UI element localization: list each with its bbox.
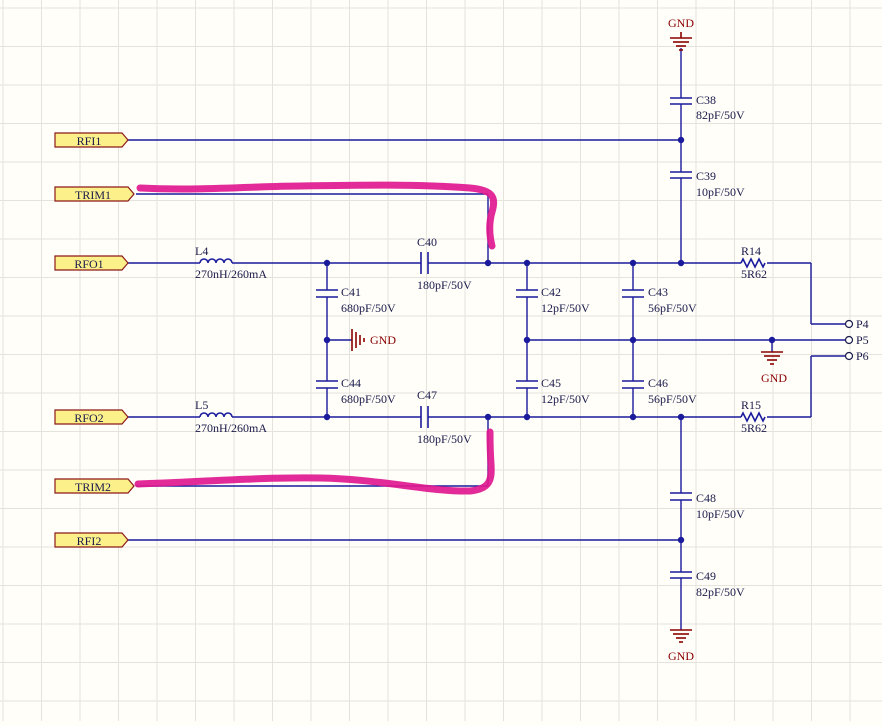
c43-ref: C43 <box>648 285 668 299</box>
junction-c43-top <box>629 259 637 267</box>
highlight-trim1-stroke <box>136 181 498 250</box>
r14-value: 5R62 <box>741 267 767 281</box>
junction-l4-c41 <box>323 259 331 267</box>
junction-l5-c44 <box>323 413 331 421</box>
capacitor-c46[interactable]: C46 56pF/50V <box>622 376 697 406</box>
ground-mid[interactable]: GND <box>351 329 396 351</box>
capacitor-c42[interactable]: C42 12pF/50V <box>516 285 590 315</box>
capacitor-c45[interactable]: C45 12pF/50V <box>516 376 590 406</box>
ground-bottom-label: GND <box>668 649 694 663</box>
r15-value: 5R62 <box>741 421 767 435</box>
c43-value: 56pF/50V <box>648 301 697 315</box>
port-trim2[interactable]: TRIM2 <box>54 478 135 494</box>
c40-ref: C40 <box>417 235 437 249</box>
junction-c39-r14 <box>677 259 685 267</box>
c46-value: 56pF/50V <box>648 392 697 406</box>
c38-ref: C38 <box>696 93 716 107</box>
c46-ref: C46 <box>648 376 668 390</box>
capacitor-c40[interactable]: C40 180pF/50V <box>417 235 472 292</box>
c48-value: 10pF/50V <box>696 507 745 521</box>
pin-p6-label: P6 <box>856 349 869 363</box>
c49-ref: C49 <box>696 569 716 583</box>
highlight-trim2-stroke <box>134 428 495 495</box>
junction-right-gnd <box>768 336 776 344</box>
junction-c43-c46 <box>629 336 637 344</box>
junctions <box>323 136 776 544</box>
c49-value: 82pF/50V <box>696 585 745 599</box>
capacitor-c49[interactable]: C49 82pF/50V <box>670 569 745 599</box>
capacitor-c44[interactable]: C44 680pF/50V <box>316 376 396 406</box>
port-rfi2-label: RFI2 <box>77 534 102 548</box>
port-rfo1-label: RFO1 <box>74 257 103 271</box>
capacitor-c47[interactable]: C47 180pF/50V <box>417 388 472 446</box>
junction-trim2 <box>484 413 492 421</box>
port-trim1-label: TRIM1 <box>75 188 111 202</box>
junction-trim1 <box>484 259 492 267</box>
port-trim1[interactable]: TRIM1 <box>54 186 135 202</box>
l4-ref: L4 <box>195 244 208 258</box>
capacitor-c48[interactable]: C48 10pF/50V <box>670 491 745 521</box>
c44-ref: C44 <box>341 376 361 390</box>
junction-c45-bottom <box>523 413 531 421</box>
c47-value: 180pF/50V <box>417 432 472 446</box>
l4-value: 270nH/260mA <box>195 267 267 281</box>
l5-value: 270nH/260mA <box>195 421 267 435</box>
c45-value: 12pF/50V <box>541 392 590 406</box>
junction-rfi2-c48 <box>677 536 685 544</box>
c38-value: 82pF/50V <box>696 108 745 122</box>
pin-p6[interactable]: P6 <box>844 349 869 363</box>
ground-mid-label: GND <box>370 333 396 347</box>
l5-ref: L5 <box>195 398 208 412</box>
port-rfi1-label: RFI1 <box>77 134 102 148</box>
c42-value: 12pF/50V <box>541 301 590 315</box>
junction-c42-c45 <box>523 336 531 344</box>
c45-ref: C45 <box>541 376 561 390</box>
ground-right[interactable]: GND <box>761 351 787 385</box>
ground-top[interactable]: GND <box>668 16 694 51</box>
port-rfo1[interactable]: RFO1 <box>54 255 129 271</box>
pin-p4[interactable]: P4 <box>844 317 869 331</box>
c41-ref: C41 <box>341 285 361 299</box>
c39-value: 10pF/50V <box>696 185 745 199</box>
c48-ref: C48 <box>696 491 716 505</box>
inductor-l5[interactable]: L5 270nH/260mA <box>195 398 267 435</box>
resistor-r15[interactable]: R15 5R62 <box>740 398 767 435</box>
capacitor-c41[interactable]: C41 680pF/50V <box>316 285 396 315</box>
port-rfo2-label: RFO2 <box>74 411 103 425</box>
capacitor-c43[interactable]: C43 56pF/50V <box>622 285 697 315</box>
port-rfi1[interactable]: RFI1 <box>54 132 129 148</box>
pin-p5[interactable]: P5 <box>844 333 869 347</box>
ground-bottom[interactable]: GND <box>668 629 694 663</box>
junction-rfi1-c38 <box>677 136 685 144</box>
port-trim2-label: TRIM2 <box>75 480 111 494</box>
pin-p4-label: P4 <box>856 317 869 331</box>
c39-ref: C39 <box>696 169 716 183</box>
c41-value: 680pF/50V <box>341 301 396 315</box>
c47-ref: C47 <box>417 388 437 402</box>
junction-c46-bottom <box>629 413 637 421</box>
junction-c42-top <box>523 259 531 267</box>
c42-ref: C42 <box>541 285 561 299</box>
c44-value: 680pF/50V <box>341 392 396 406</box>
wires <box>128 48 846 630</box>
capacitor-c39[interactable]: C39 10pF/50V <box>670 169 745 199</box>
inductor-l4[interactable]: L4 270nH/260mA <box>195 244 267 281</box>
ground-top-label: GND <box>668 16 694 30</box>
r14-ref: R14 <box>741 244 761 258</box>
port-rfi2[interactable]: RFI2 <box>54 532 129 548</box>
ground-right-label: GND <box>761 371 787 385</box>
port-rfo2[interactable]: RFO2 <box>54 409 129 425</box>
capacitor-c38[interactable]: C38 82pF/50V <box>670 93 745 122</box>
resistor-r14[interactable]: R14 5R62 <box>740 244 767 281</box>
c40-value: 180pF/50V <box>417 278 472 292</box>
junction-c48-r15 <box>677 413 685 421</box>
junction-c41-c44 <box>323 336 331 344</box>
r15-ref: R15 <box>741 398 761 412</box>
pin-p5-label: P5 <box>856 333 869 347</box>
